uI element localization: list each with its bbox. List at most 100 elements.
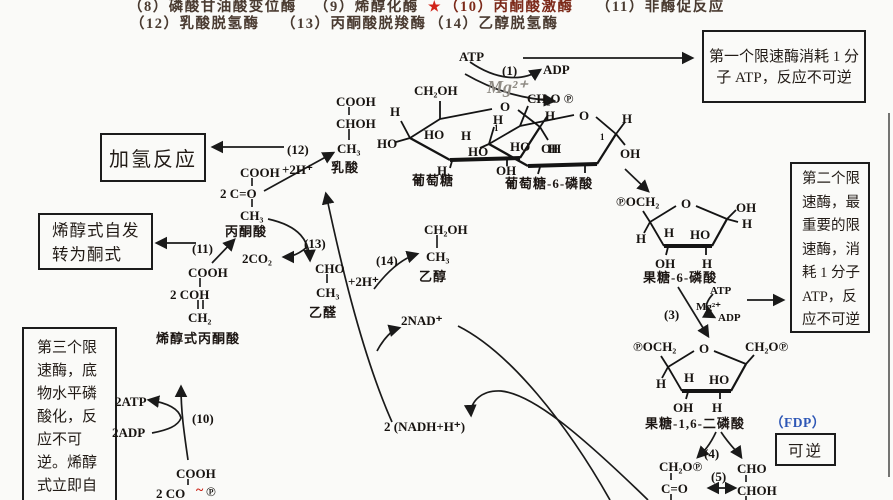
fdp-h-bottom: H xyxy=(712,400,723,415)
enzyme-14-label: （14）乙醇脱氢酶 xyxy=(429,16,559,32)
reaction-1-label: (1) xyxy=(502,63,518,78)
curve-g3p-to-nadh xyxy=(463,390,649,500)
pep-phosphate: ℗ xyxy=(206,484,216,499)
nadh-label: 2 (NADH+H⁺) xyxy=(384,419,466,434)
g6p-ch2op: CH₂O ℗ xyxy=(527,91,574,106)
reaction-4-label: (4) xyxy=(704,446,720,461)
acetaldehyde-cho: CHO xyxy=(315,261,345,276)
atp-label-3: ATP xyxy=(710,285,732,297)
arrow-nadh-to-nad xyxy=(376,324,402,352)
reaction-5-label: (5) xyxy=(711,469,727,484)
pep-tilde: ~ xyxy=(196,483,204,498)
enzyme-10-label: （10）丙酮酸激酶 xyxy=(444,0,574,15)
g6p-h-right: H xyxy=(622,111,633,126)
arrow-atp-adp-1 xyxy=(469,61,543,81)
glucose-h-right: H xyxy=(545,108,556,123)
arrow-g6p-to-f6p xyxy=(624,168,650,193)
reaction-14-label: (14) xyxy=(376,253,398,268)
g3p-cho: CHO xyxy=(737,461,767,476)
glucose-h-inner: H xyxy=(461,128,472,143)
note-reversible: 可逆 xyxy=(775,433,836,466)
g6p-oh-right: OH xyxy=(620,146,641,161)
arrow-adp-atp-10 xyxy=(146,395,182,434)
f6p-oh-right: OH xyxy=(736,200,757,215)
g6p-ring-o: O xyxy=(579,108,590,123)
g6p-c1-number: 1 xyxy=(600,132,605,142)
nad-label: 2NAD⁺ xyxy=(401,313,443,328)
f6p-name: 果糖-6-磷酸 xyxy=(643,270,718,285)
fdp-name: 果糖-1,6-二磷酸 xyxy=(645,416,745,431)
g6p-name: 葡萄糖-6-磷酸 xyxy=(505,176,594,191)
fdp-ring-o: O xyxy=(699,341,710,356)
adp-label-1: ADP xyxy=(543,62,570,77)
enolpyruvate-name: 烯醇式丙酮酸 xyxy=(156,331,241,346)
adp2-label-10: 2ADP xyxy=(112,425,146,440)
note-hydrogenation-reaction: 加氢反应 xyxy=(100,133,206,182)
note-second-rate-limiting-enzyme: 第二个限 速酶，最 重要的限 速酶，消 耗 1 分子 ATP，反 应不可逆 xyxy=(790,162,870,333)
glucose-h-bottom: H xyxy=(437,163,448,178)
reaction-10-label: (10) xyxy=(192,411,214,426)
glucose-oh-right: OH xyxy=(541,141,562,156)
glucose-oh-bottom: OH xyxy=(496,163,517,178)
enolpyruvate-coh: 2 COH xyxy=(170,287,210,302)
atp-label-1: ATP xyxy=(459,49,485,64)
h2-label-14: +2H⁺ xyxy=(348,274,379,289)
pyruvate-ch3: CH₃ xyxy=(240,208,264,223)
fdp-ho-inner: HO xyxy=(709,372,730,387)
enzyme-11-label: （11）非酶促反应 xyxy=(596,0,725,15)
linear-formula-bonds xyxy=(187,107,747,500)
glucose-ch2oh: CH₂OH xyxy=(414,83,458,98)
f6p-ring xyxy=(642,205,739,256)
reaction-3-label: (3) xyxy=(664,307,680,322)
pep-cooh: COOH xyxy=(176,466,216,481)
arrow-reaction-1 xyxy=(464,73,557,107)
mg-label-1: Mg²⁺ xyxy=(487,77,527,97)
f6p-h-inner: H xyxy=(664,225,675,240)
fdp-oh-bottom: OH xyxy=(673,400,694,415)
f6p-h-left: H xyxy=(636,231,647,246)
note-first-rate-limiting-enzyme: 第一个限速酶消耗 1 分 子 ATP，反应不可逆 xyxy=(702,30,866,103)
arrow-reaction-13 xyxy=(267,218,316,263)
reaction-12-label: (12) xyxy=(287,142,309,157)
f6p-h-bottom: H xyxy=(702,256,713,271)
enzyme-8-label: （8）磷酸甘油酸变位酶 xyxy=(128,0,297,15)
note-enol-to-keto: 烯醇式自发 转为酮式 xyxy=(38,213,153,270)
g6p-h-topleft: H xyxy=(493,112,504,127)
arrow-2h-up-to-lactate xyxy=(321,191,393,423)
arrow-reaction-11 xyxy=(211,238,236,264)
arrow-reaction-4-left xyxy=(696,431,717,459)
glucose-c1-number: 1 xyxy=(494,123,499,133)
ethanol-name: 乙醇 xyxy=(419,269,448,284)
dhap-co: C=O xyxy=(661,481,688,496)
curve-nad-down xyxy=(457,325,611,500)
atp2-label-10: 2ATP xyxy=(115,394,147,409)
glucose-name: 葡萄糖 xyxy=(412,173,455,188)
reaction-11-label: (11) xyxy=(192,241,213,256)
pyruvate-cooh: COOH xyxy=(240,165,280,180)
glucose-ho-inner: HO xyxy=(424,127,445,142)
enzyme-9-label: （9）烯醇化酶 xyxy=(314,0,419,15)
mg-label-3: Mg²⁺ xyxy=(696,301,721,313)
ethanol-ch3: CH₃ xyxy=(426,249,450,264)
pyruvate-co: 2 C=O xyxy=(220,186,257,201)
f6p-ho-inner: HO xyxy=(690,227,711,242)
arrow-atp-adp-3 xyxy=(701,293,717,319)
enzyme-12-label: （12）乳酸脱氢酶 xyxy=(130,16,260,32)
fdp-abbr: （FDP） xyxy=(770,415,826,430)
acetaldehyde-name: 乙醛 xyxy=(309,305,338,320)
f6p-oh-bottom: OH xyxy=(655,256,676,271)
f6p-poch2: ℗OCH₂ xyxy=(616,194,660,209)
g6p-ho-left: HO xyxy=(468,144,489,159)
fdp-h-inner: H xyxy=(684,370,695,385)
acetaldehyde-ch3: CH₃ xyxy=(316,285,340,300)
arrow-co2-branch xyxy=(281,246,308,264)
ethanol-ch2oh: CH₂OH xyxy=(424,222,468,237)
fdp-poch2: ℗OCH₂ xyxy=(633,339,677,354)
arrow-reaction-4-right xyxy=(720,431,743,460)
f6p-h-right: H xyxy=(742,216,753,231)
glucose-ring-o: O xyxy=(500,99,511,114)
arrow-reaction-3 xyxy=(677,286,710,339)
glucose-ho-left: HO xyxy=(377,136,398,151)
